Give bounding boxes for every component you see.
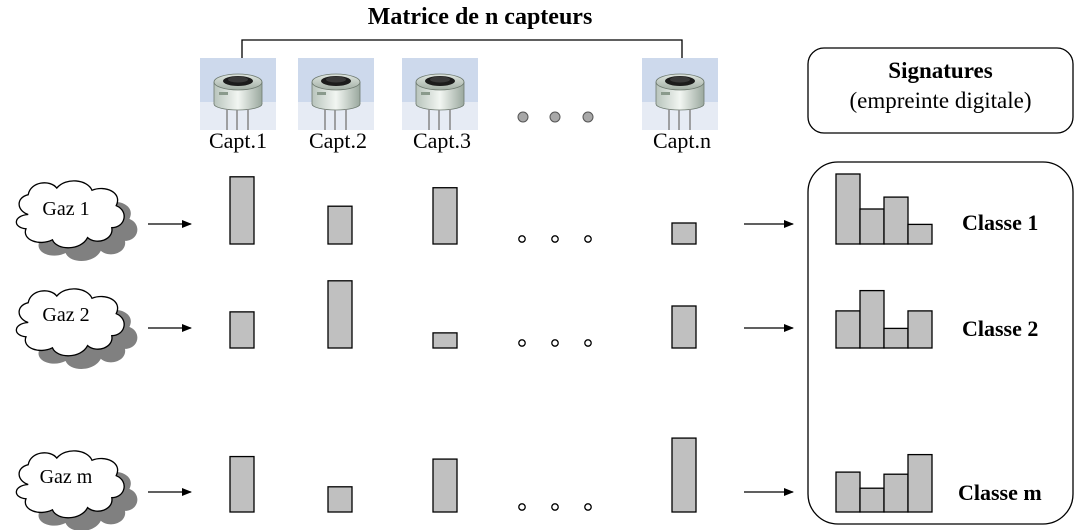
response-bar-gas-2-sensor-2 [327,280,353,349]
ellipsis-dot-gas-1-3 [584,235,592,243]
gas-label-1: Gaz 1 [42,198,90,220]
ellipsis-dot-gas-2-3 [584,339,592,347]
sensor-image-2 [298,58,374,130]
sensor-image-1 [200,58,276,130]
signature-bar-class-2-1 [835,310,861,349]
signature-bar-class-m-2 [859,487,885,513]
gas-rows [148,173,933,513]
response-bar-gas-1-sensor-1 [229,176,255,245]
ellipsis-dot-gas-2-1 [518,339,526,347]
response-bar-gas-1-sensor-3 [432,187,458,245]
class-label-2: Classe 2 [962,316,1039,341]
signature-bar-class-2-4 [907,310,933,349]
sensor-label-1: Capt.1 [208,128,268,153]
ellipsis-dot-gas-1-1 [518,235,526,243]
ellipsis-dot-gas-m-1 [518,503,526,511]
sensor-image-3 [402,58,478,130]
signature-bar-class-1-1 [835,173,861,245]
signatures-box [807,47,1074,134]
signature-bar-class-1-3 [883,196,909,245]
response-bar-gas-1-sensor-4 [671,222,697,245]
response-bar-gas-2-sensor-4 [671,305,697,349]
signature-bar-class-m-3 [883,473,909,513]
ellipsis-dot-gas-m-3 [584,503,592,511]
gas-cloud-2 [15,288,138,370]
signature-bar-class-2-2 [859,289,885,349]
ellipsis-dot-gas-m-2 [551,503,559,511]
sensor-label-n: Capt.n [652,128,712,153]
response-bar-gas-1-sensor-2 [327,205,353,245]
response-bar-gas-m-sensor-2 [327,486,353,513]
signatures-title: Signatures [888,58,993,83]
response-bar-gas-2-sensor-1 [229,311,255,349]
ellipsis-dot-gas-1-2 [551,235,559,243]
sensor-image-n [642,58,718,130]
gas-label-m: Gaz m [39,466,93,488]
signature-bar-class-2-3 [883,327,909,349]
sensor-label-2: Capt.2 [308,128,368,153]
sensor-ellipsis [517,111,594,123]
class-label-m: Classe m [958,480,1042,505]
ellipsis-dot-gas-2-2 [551,339,559,347]
response-bar-gas-m-sensor-3 [432,458,458,513]
response-bar-gas-m-sensor-4 [671,437,697,513]
response-bar-gas-2-sensor-3 [432,332,458,349]
sensor-array-bracket [241,39,683,60]
response-bar-gas-m-sensor-1 [229,455,255,513]
signature-bar-class-1-2 [859,208,885,245]
gas-cloud-m [15,450,138,530]
signature-bar-class-m-1 [835,471,861,513]
signatures-subtitle: (empreinte digitale) [849,88,1032,113]
signature-bar-class-1-4 [907,223,933,245]
diagram-title: Matrice de n capteurs [367,4,593,30]
sensor-label-3: Capt.3 [412,128,472,153]
classes-box [807,161,1074,525]
class-label-1: Classe 1 [962,210,1039,235]
signature-bar-class-m-4 [907,453,933,513]
gas-label-2: Gaz 2 [42,304,90,326]
